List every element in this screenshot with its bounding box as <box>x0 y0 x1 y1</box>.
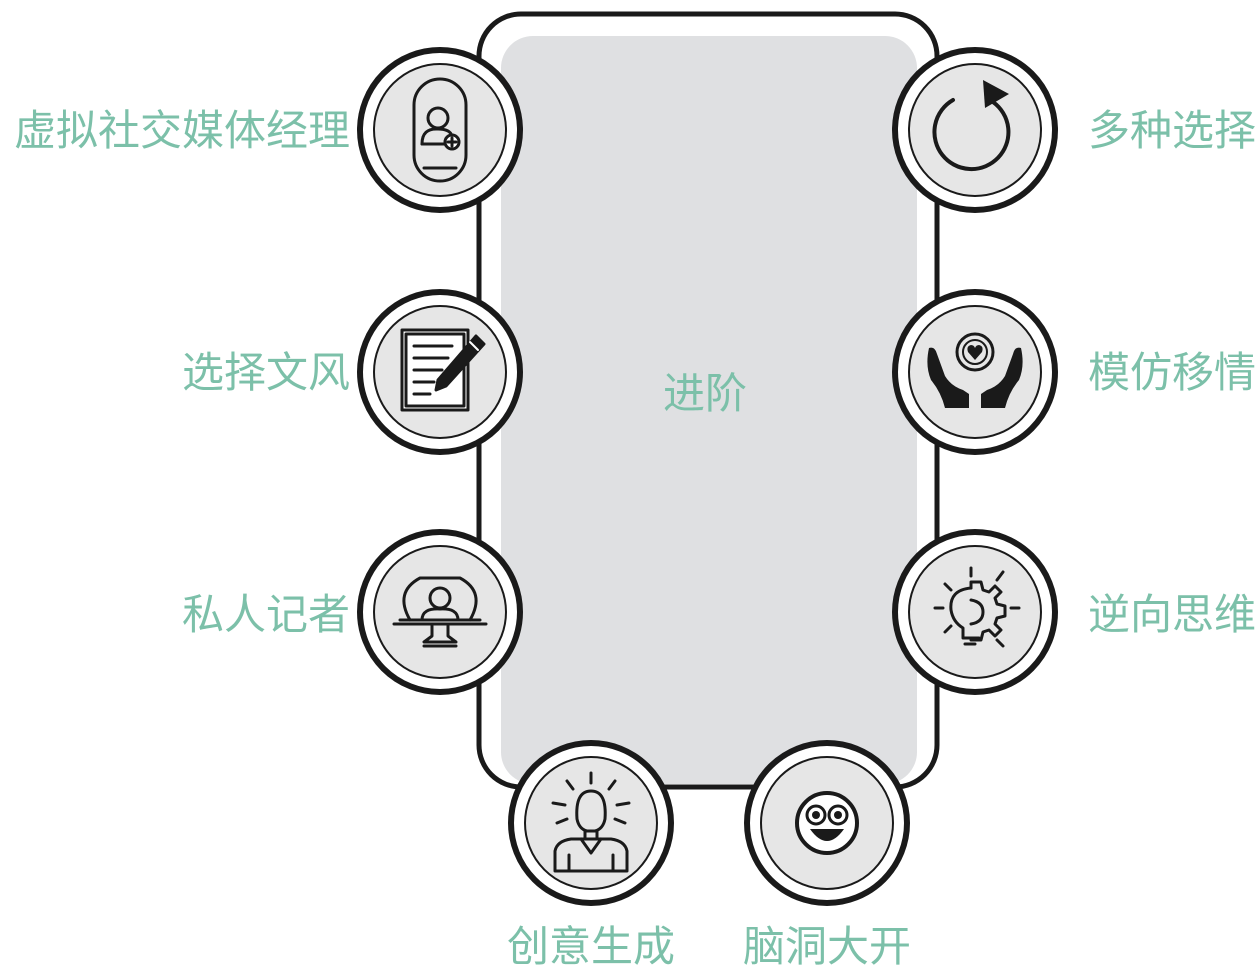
label-creative-generation: 创意生成 <box>506 922 675 971</box>
document-pencil-icon <box>400 328 486 412</box>
lightbulb-gear-icon <box>933 566 1021 648</box>
label-personal-reporter: 私人记者 <box>181 590 350 639</box>
label-social-manager: 虚拟社交媒体经理 <box>13 106 350 155</box>
refresh-icon <box>932 80 1011 172</box>
label-empathy: 模仿移情 <box>1088 348 1255 397</box>
smiley-icon <box>795 791 859 855</box>
item-node-multiple-choice <box>892 47 1058 213</box>
item-node-personal-reporter <box>357 529 523 695</box>
item-node-empathy <box>892 289 1058 455</box>
item-node-social-manager <box>357 47 523 213</box>
label-reverse-thinking: 逆向思维 <box>1088 590 1255 639</box>
central-panel <box>476 11 940 790</box>
person-screen-icon <box>392 576 488 648</box>
person-idea-icon <box>551 771 631 873</box>
label-writing-style: 选择文风 <box>181 348 350 397</box>
item-node-reverse-thinking <box>892 529 1058 695</box>
item-node-writing-style <box>357 289 523 455</box>
item-node-creative-generation <box>508 740 674 906</box>
item-node-brainstorm <box>744 740 910 906</box>
label-multiple-choice: 多种选择 <box>1088 106 1255 155</box>
center-label: 进阶 <box>662 369 747 418</box>
hands-heart-icon <box>927 332 1023 408</box>
label-brainstorm: 脑洞大开 <box>742 922 911 971</box>
person-add-icon <box>412 77 468 183</box>
